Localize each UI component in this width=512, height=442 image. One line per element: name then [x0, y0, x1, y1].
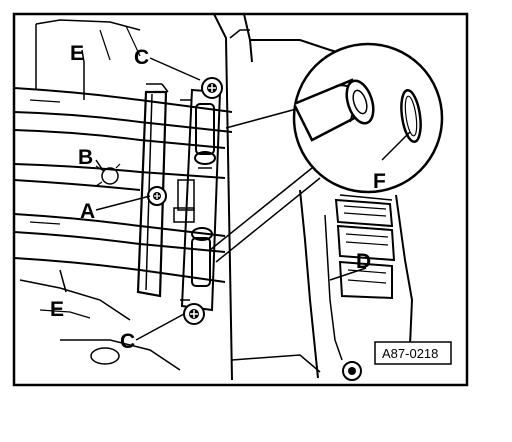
middle-fitting — [173, 179, 195, 223]
left-frame — [19, 19, 181, 371]
vent-grille — [334, 198, 396, 300]
screw-lower-right — [342, 361, 362, 381]
figure-frame — [12, 12, 469, 387]
detail-magnifier — [292, 42, 444, 194]
upper-hose-connector — [194, 103, 216, 169]
screw-a — [147, 186, 167, 206]
housing-panels — [213, 14, 414, 381]
screw-bottom — [183, 303, 205, 325]
lower-hose-connector — [191, 227, 213, 287]
label-c-bottom: C — [120, 330, 135, 353]
reference-box: A87-0218 — [374, 341, 452, 365]
hose-bundle — [14, 87, 233, 283]
label-e-bottom: E — [50, 298, 64, 321]
label-f: F — [373, 170, 386, 193]
reference-code: A87-0218 — [382, 346, 438, 361]
label-e-top: E — [70, 42, 84, 65]
assembly-drawing — [14, 14, 414, 381]
label-b: B — [78, 146, 93, 169]
label-d: D — [356, 250, 371, 273]
label-a: A — [80, 200, 95, 223]
label-c-top: C — [134, 46, 149, 69]
clip-b — [95, 163, 121, 187]
screw-top — [201, 77, 223, 99]
leader-lines — [59, 49, 411, 341]
